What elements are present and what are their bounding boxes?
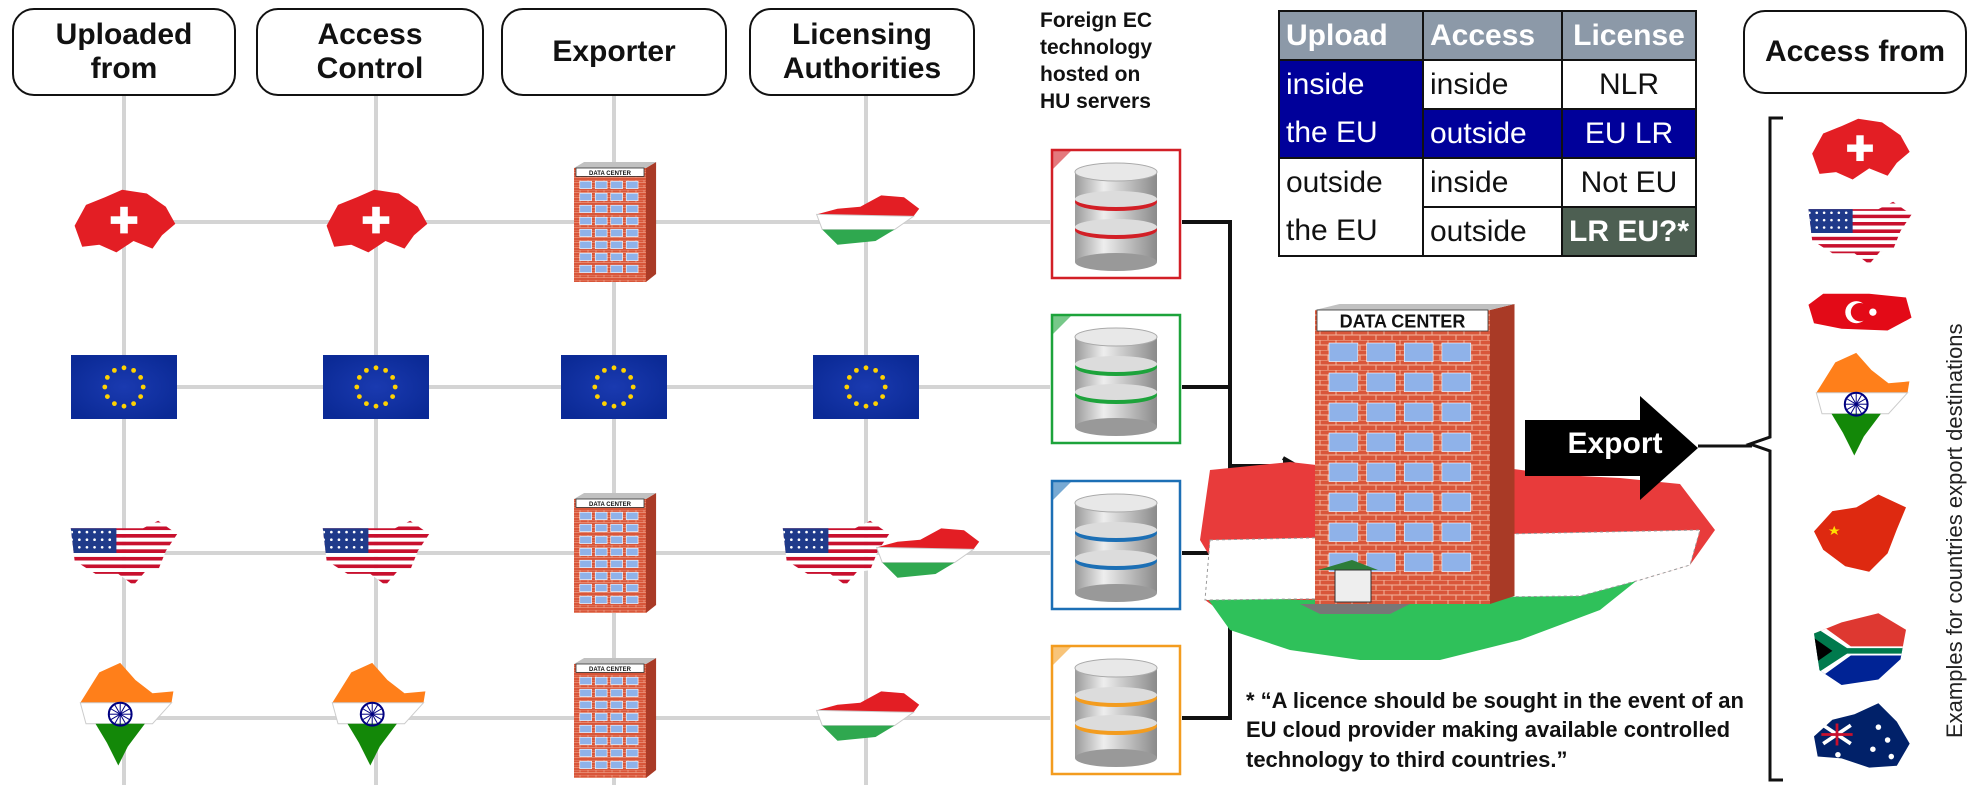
australia-map-icon	[1814, 703, 1910, 768]
table-cell: LR EU?*	[1561, 206, 1697, 257]
south-africa-map-icon	[1814, 613, 1906, 685]
hungary-map-icon	[815, 691, 920, 741]
india-map-icon	[1815, 352, 1910, 456]
data-center-large-icon: DATA CENTER	[1315, 304, 1515, 604]
china-map-icon	[1814, 494, 1906, 572]
server-icon	[1050, 148, 1182, 280]
table-cell: inside	[1278, 59, 1424, 109]
server-icon	[1050, 644, 1182, 776]
uploaded-from-header: Uploaded from	[12, 8, 236, 96]
usa-map-icon	[322, 520, 430, 586]
data-center-sign: DATA CENTER	[589, 171, 632, 177]
eu-flag-icon	[561, 355, 667, 419]
switzerland-map-icon	[1812, 118, 1910, 180]
usa-map-icon	[782, 520, 890, 586]
table-row: the EU outside LR EU?*	[1278, 206, 1697, 257]
india-map-icon	[79, 662, 174, 766]
table-row: the EU outside EU LR	[1278, 108, 1697, 159]
foreign-ec-label: Foreign EC technology hosted on HU serve…	[1040, 9, 1153, 113]
footnote: * “A licence should be sought in the eve…	[1246, 688, 1744, 772]
export-arrow	[1525, 396, 1698, 500]
export-destinations-label: Examples for countries export destinatio…	[1942, 323, 1967, 738]
destinations-bracket	[1745, 116, 1783, 782]
switzerland-map-icon	[74, 189, 176, 253]
hungary-map-icon	[815, 195, 920, 245]
data-center-icon: DATA CENTER	[574, 162, 657, 282]
usa-map-icon	[1808, 201, 1912, 265]
table-cell: Not EU	[1561, 157, 1697, 208]
data-center-entrance	[1300, 560, 1410, 614]
data-center-icon: DATA CENTER	[574, 493, 657, 613]
access-from-header: Access from	[1743, 10, 1967, 94]
turkey-map-icon	[1808, 293, 1912, 331]
table-row: outside inside Not EU	[1278, 157, 1697, 208]
table-cell: outside	[1278, 157, 1424, 207]
table-header-license: License	[1561, 10, 1697, 61]
table-cell: outside	[1422, 206, 1563, 257]
server-icon	[1050, 313, 1182, 445]
exporter-header: Exporter	[501, 8, 727, 96]
eu-flag-icon	[323, 355, 429, 419]
table-cell: the EU	[1278, 109, 1424, 159]
eu-flag-icon	[813, 355, 919, 419]
table-cell: EU LR	[1561, 108, 1697, 159]
india-map-icon	[331, 662, 426, 766]
table-header-access: Access	[1422, 10, 1563, 61]
usa-map-icon	[70, 520, 178, 586]
data-center-sign: DATA CENTER	[589, 502, 632, 508]
access-control-header: Access Control	[256, 8, 484, 96]
data-center-icon: DATA CENTER	[574, 658, 657, 778]
eu-flag-icon	[71, 355, 177, 419]
data-center-sign: DATA CENTER	[589, 667, 632, 673]
table-cell: the EU	[1278, 207, 1424, 257]
licensing-authorities-header: Licensing Authorities	[749, 8, 975, 96]
table-cell: inside	[1422, 59, 1563, 110]
hungary-map-icon	[875, 528, 980, 578]
switzerland-map-icon	[326, 189, 428, 253]
export-label: Export	[1567, 427, 1663, 460]
table-cell: inside	[1422, 157, 1563, 208]
table-header-upload: Upload	[1278, 10, 1424, 61]
table-header-row: Upload Access License	[1278, 10, 1697, 61]
data-center-sign: DATA CENTER	[1340, 311, 1466, 331]
server-icon	[1050, 479, 1182, 611]
table-cell: outside	[1422, 108, 1563, 159]
license-table: Upload Access License inside inside NLR …	[1278, 10, 1697, 257]
table-row: inside inside NLR	[1278, 59, 1697, 110]
table-cell: NLR	[1561, 59, 1697, 110]
